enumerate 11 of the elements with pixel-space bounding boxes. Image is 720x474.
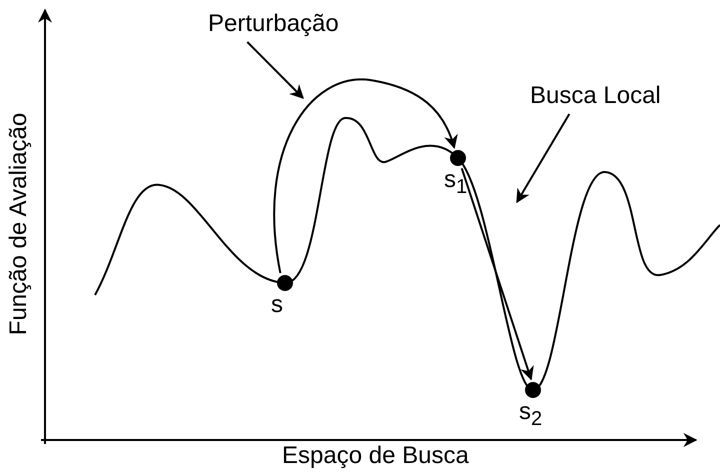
axis-title: Espaço de Busca — [282, 442, 469, 470]
point-label: s — [271, 291, 283, 319]
annotation-text: Perturbação — [208, 10, 339, 38]
leader-line — [246, 41, 304, 99]
point-label: s$_{2}$ — [519, 398, 542, 431]
axis-title: Função de Avaliação — [5, 112, 34, 336]
leader-line — [516, 113, 570, 204]
annotation-text: Busca Local — [530, 82, 661, 110]
arrow — [460, 168, 534, 380]
point-label: s$_{1}$ — [444, 166, 468, 199]
arrow — [273, 78, 458, 274]
